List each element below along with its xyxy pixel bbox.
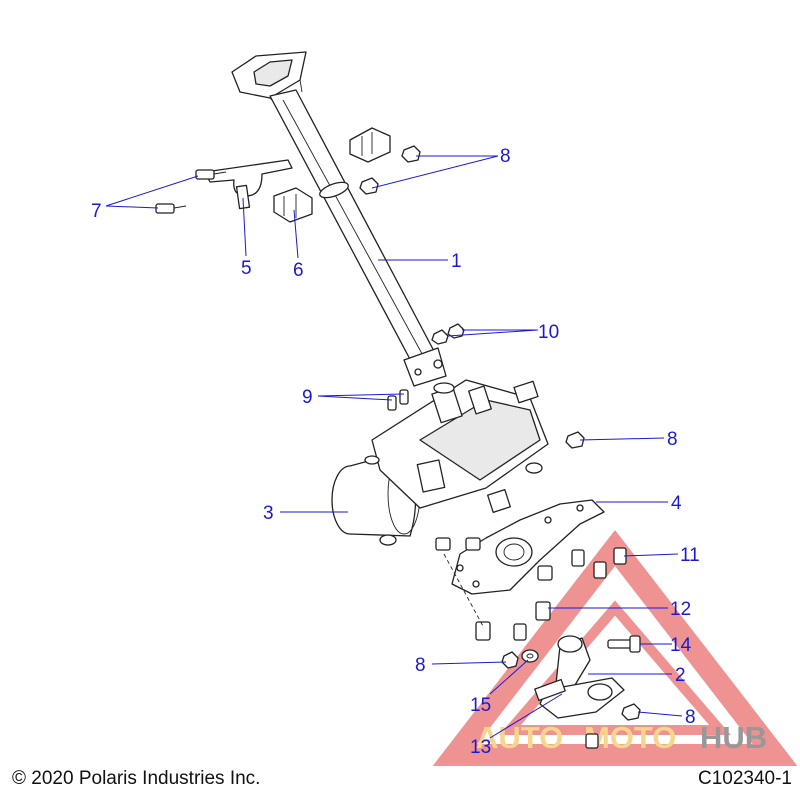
callout-leaders	[105, 155, 683, 739]
nut-8-upper	[401, 145, 421, 163]
callout-7: 7	[91, 201, 102, 222]
copyright-notice: © 2020 Polaris Industries Inc.	[12, 768, 261, 789]
callout-10: 10	[538, 322, 559, 343]
bolt-7-lower	[155, 203, 187, 214]
callout-13: 13	[470, 737, 491, 758]
callout-12: 12	[670, 599, 691, 620]
clamp-bracket	[204, 159, 293, 210]
mount-plate	[451, 499, 605, 595]
callout-11: 11	[680, 545, 700, 566]
nut-10	[431, 323, 465, 345]
svg-text:MOTO: MOTO	[584, 720, 676, 755]
bolt-7-upper	[195, 169, 227, 180]
nut-8-lower-left	[501, 651, 519, 669]
washer-15	[521, 649, 539, 663]
bolt-13	[585, 733, 599, 749]
callout-15: 15	[470, 695, 491, 716]
callout-labels: 1 2 3 4 5 6 7 8 8 8 8 9 10 11 12 13 14 1…	[91, 146, 700, 758]
callout-1: 1	[451, 251, 462, 272]
callout-5: 5	[241, 258, 252, 279]
callout-8-right: 8	[667, 429, 678, 450]
svg-text:HUB: HUB	[700, 720, 767, 755]
bushing-lower	[273, 187, 313, 223]
steering-column	[231, 51, 447, 387]
power-steering-unit	[331, 379, 549, 546]
callout-14: 14	[670, 635, 692, 656]
nut-8-lower-right	[621, 703, 641, 721]
callout-8-left: 8	[415, 655, 426, 676]
nut-8-mid	[359, 177, 379, 195]
callout-8-bottom: 8	[685, 707, 696, 728]
callout-8-top: 8	[500, 146, 511, 167]
bolt-set-12	[435, 537, 627, 641]
callout-6: 6	[293, 260, 304, 281]
bushing-upper	[349, 127, 391, 163]
lower-joint	[534, 635, 625, 719]
bolt-14	[607, 635, 641, 653]
callout-3: 3	[263, 503, 274, 524]
callout-9: 9	[302, 387, 313, 408]
callout-2: 2	[675, 665, 686, 686]
nut-8-right	[565, 431, 585, 449]
callout-4: 4	[671, 493, 682, 514]
figure-id: C102340-1	[697, 768, 792, 789]
